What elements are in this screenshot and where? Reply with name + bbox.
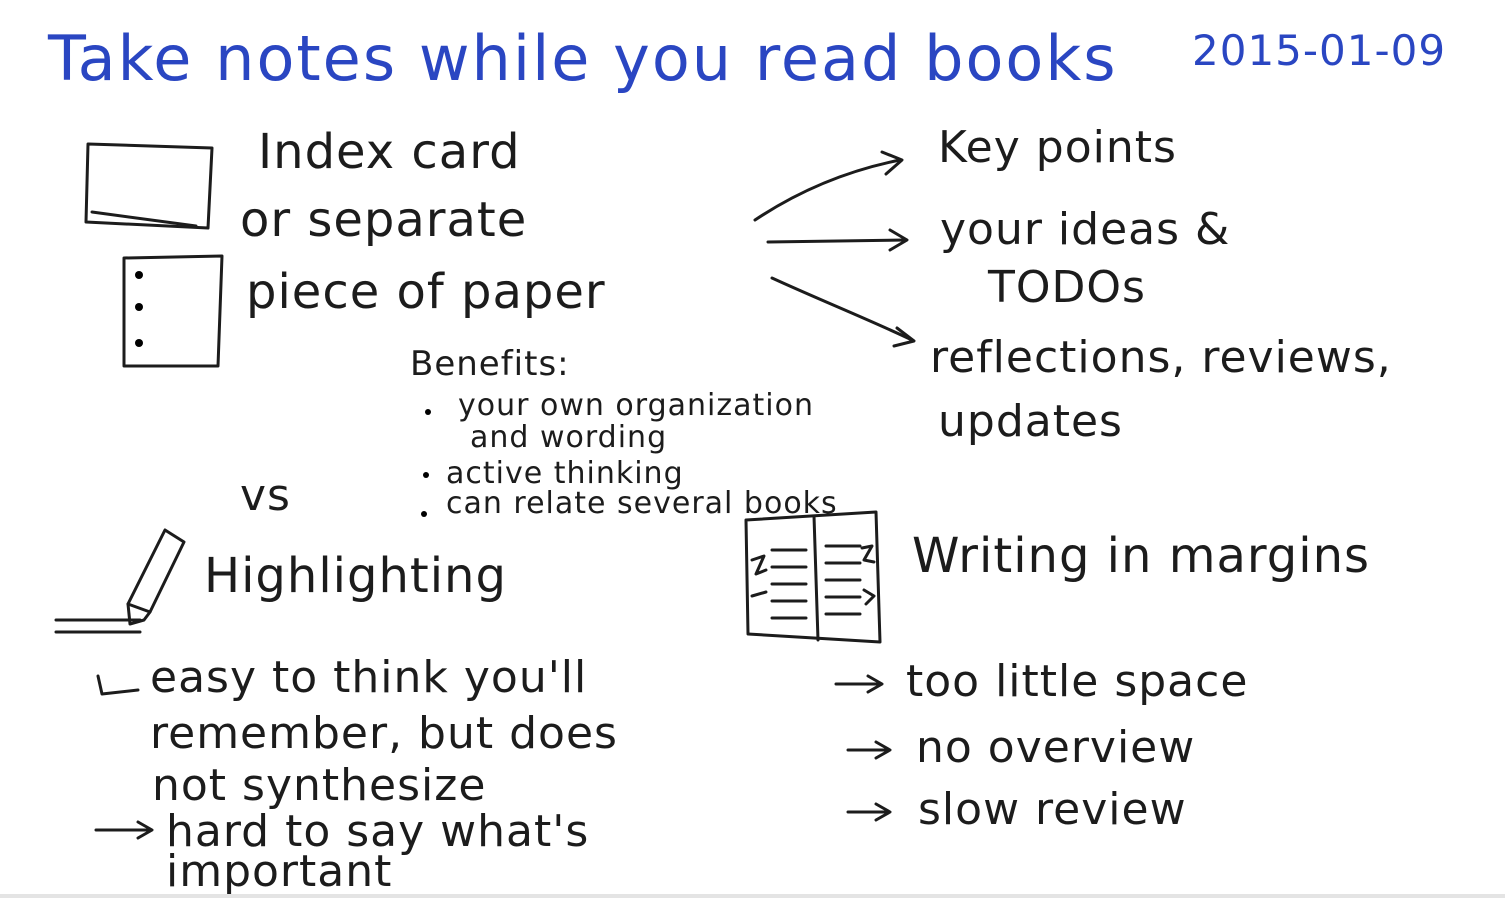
use-todos: TODOs [988,262,1146,313]
margin-arrow-3 [846,802,892,822]
highlighting-point-1b: remember, but does [150,708,618,759]
highlight-arrow-2 [94,820,154,840]
highlighting-label: Highlighting [204,548,507,604]
margins-point-3: slow review [918,784,1187,835]
loose-paper-icon [122,254,224,368]
highlighting-point-1a: easy to think you'll [150,652,588,703]
use-reflections: reflections, reviews, [930,332,1392,383]
benefit-item-1-cont: and wording [470,420,668,455]
arrow-to-reflections [770,276,916,348]
margin-arrow-2 [846,740,892,760]
highlight-arrow-1 [96,674,140,696]
use-key-points: Key points [938,122,1177,173]
date-label: 2015-01-09 [1192,26,1447,75]
notes-line-3: piece of paper [246,264,606,320]
card-bottom-edge [0,894,1505,898]
vs-label: vs [240,470,291,521]
use-updates: updates [938,396,1123,447]
arrow-to-your-ideas [766,228,909,252]
benefit-item-2: active thinking [446,456,684,491]
notes-line-1: Index card [258,124,521,180]
highlighting-point-2a: hard to say what's [166,806,590,857]
margins-label: Writing in margins [912,528,1370,584]
use-your-ideas: your ideas & [940,204,1231,255]
benefit-bullets [421,409,431,517]
page-title: Take notes while you read books [48,22,1118,95]
benefits-heading: Benefits: [410,344,570,384]
margins-point-1: too little space [906,656,1249,707]
margin-arrow-1 [834,674,884,694]
highlighting-point-1c: not synthesize [152,760,487,811]
index-card-icon [84,142,214,230]
open-book-icon [744,510,882,644]
notes-line-2: or separate [240,192,528,248]
highlighter-icon [54,528,186,634]
benefit-item-1: your own organization [458,388,814,423]
arrow-to-key-points [753,150,904,222]
margins-point-2: no overview [916,722,1196,773]
benefit-item-3: can relate several books [446,486,838,521]
highlighting-point-2b: important [166,846,393,897]
